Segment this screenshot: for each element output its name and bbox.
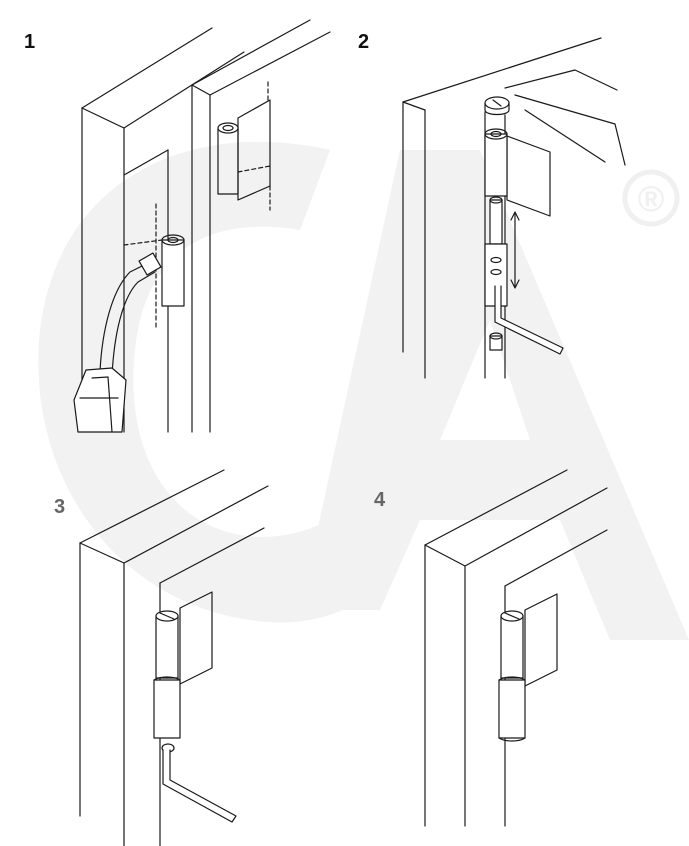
step-4-label: 4	[374, 489, 386, 511]
step-3-label: 3	[54, 496, 66, 518]
step-1-label: 1	[24, 31, 36, 53]
hinge-icon	[498, 610, 526, 742]
hinge-pin-rod	[489, 196, 503, 245]
welding-torch-icon	[73, 252, 162, 433]
watermark-letter-a	[300, 150, 689, 640]
hinge-leaf	[179, 591, 213, 685]
adjust-arrow-icon	[510, 211, 520, 289]
hinge-barrel-lower	[123, 203, 185, 331]
hinge-pin-cap-icon	[484, 96, 510, 116]
hex-key-icon	[494, 285, 564, 355]
step-2-illustration	[402, 37, 626, 379]
hinge-barrel-upper	[217, 122, 271, 195]
hinge-icon	[153, 610, 181, 739]
registered-mark-icon: ®	[622, 169, 680, 227]
hinge-leaf	[506, 135, 551, 217]
bottom-pin-icon	[489, 332, 503, 351]
door-frame-inner	[191, 19, 331, 433]
svg-text:®: ®	[638, 178, 665, 219]
step-1-illustration	[73, 19, 331, 433]
hinge-leaf-upper	[237, 81, 271, 211]
step-3-illustration	[79, 469, 269, 846]
hinge-barrel-upper	[484, 128, 508, 197]
hinge-leaf	[524, 593, 558, 687]
step-4-illustration	[424, 469, 608, 827]
step-2-label: 2	[358, 31, 370, 53]
watermark-letter-c	[38, 141, 360, 623]
hex-key-icon	[161, 743, 237, 823]
